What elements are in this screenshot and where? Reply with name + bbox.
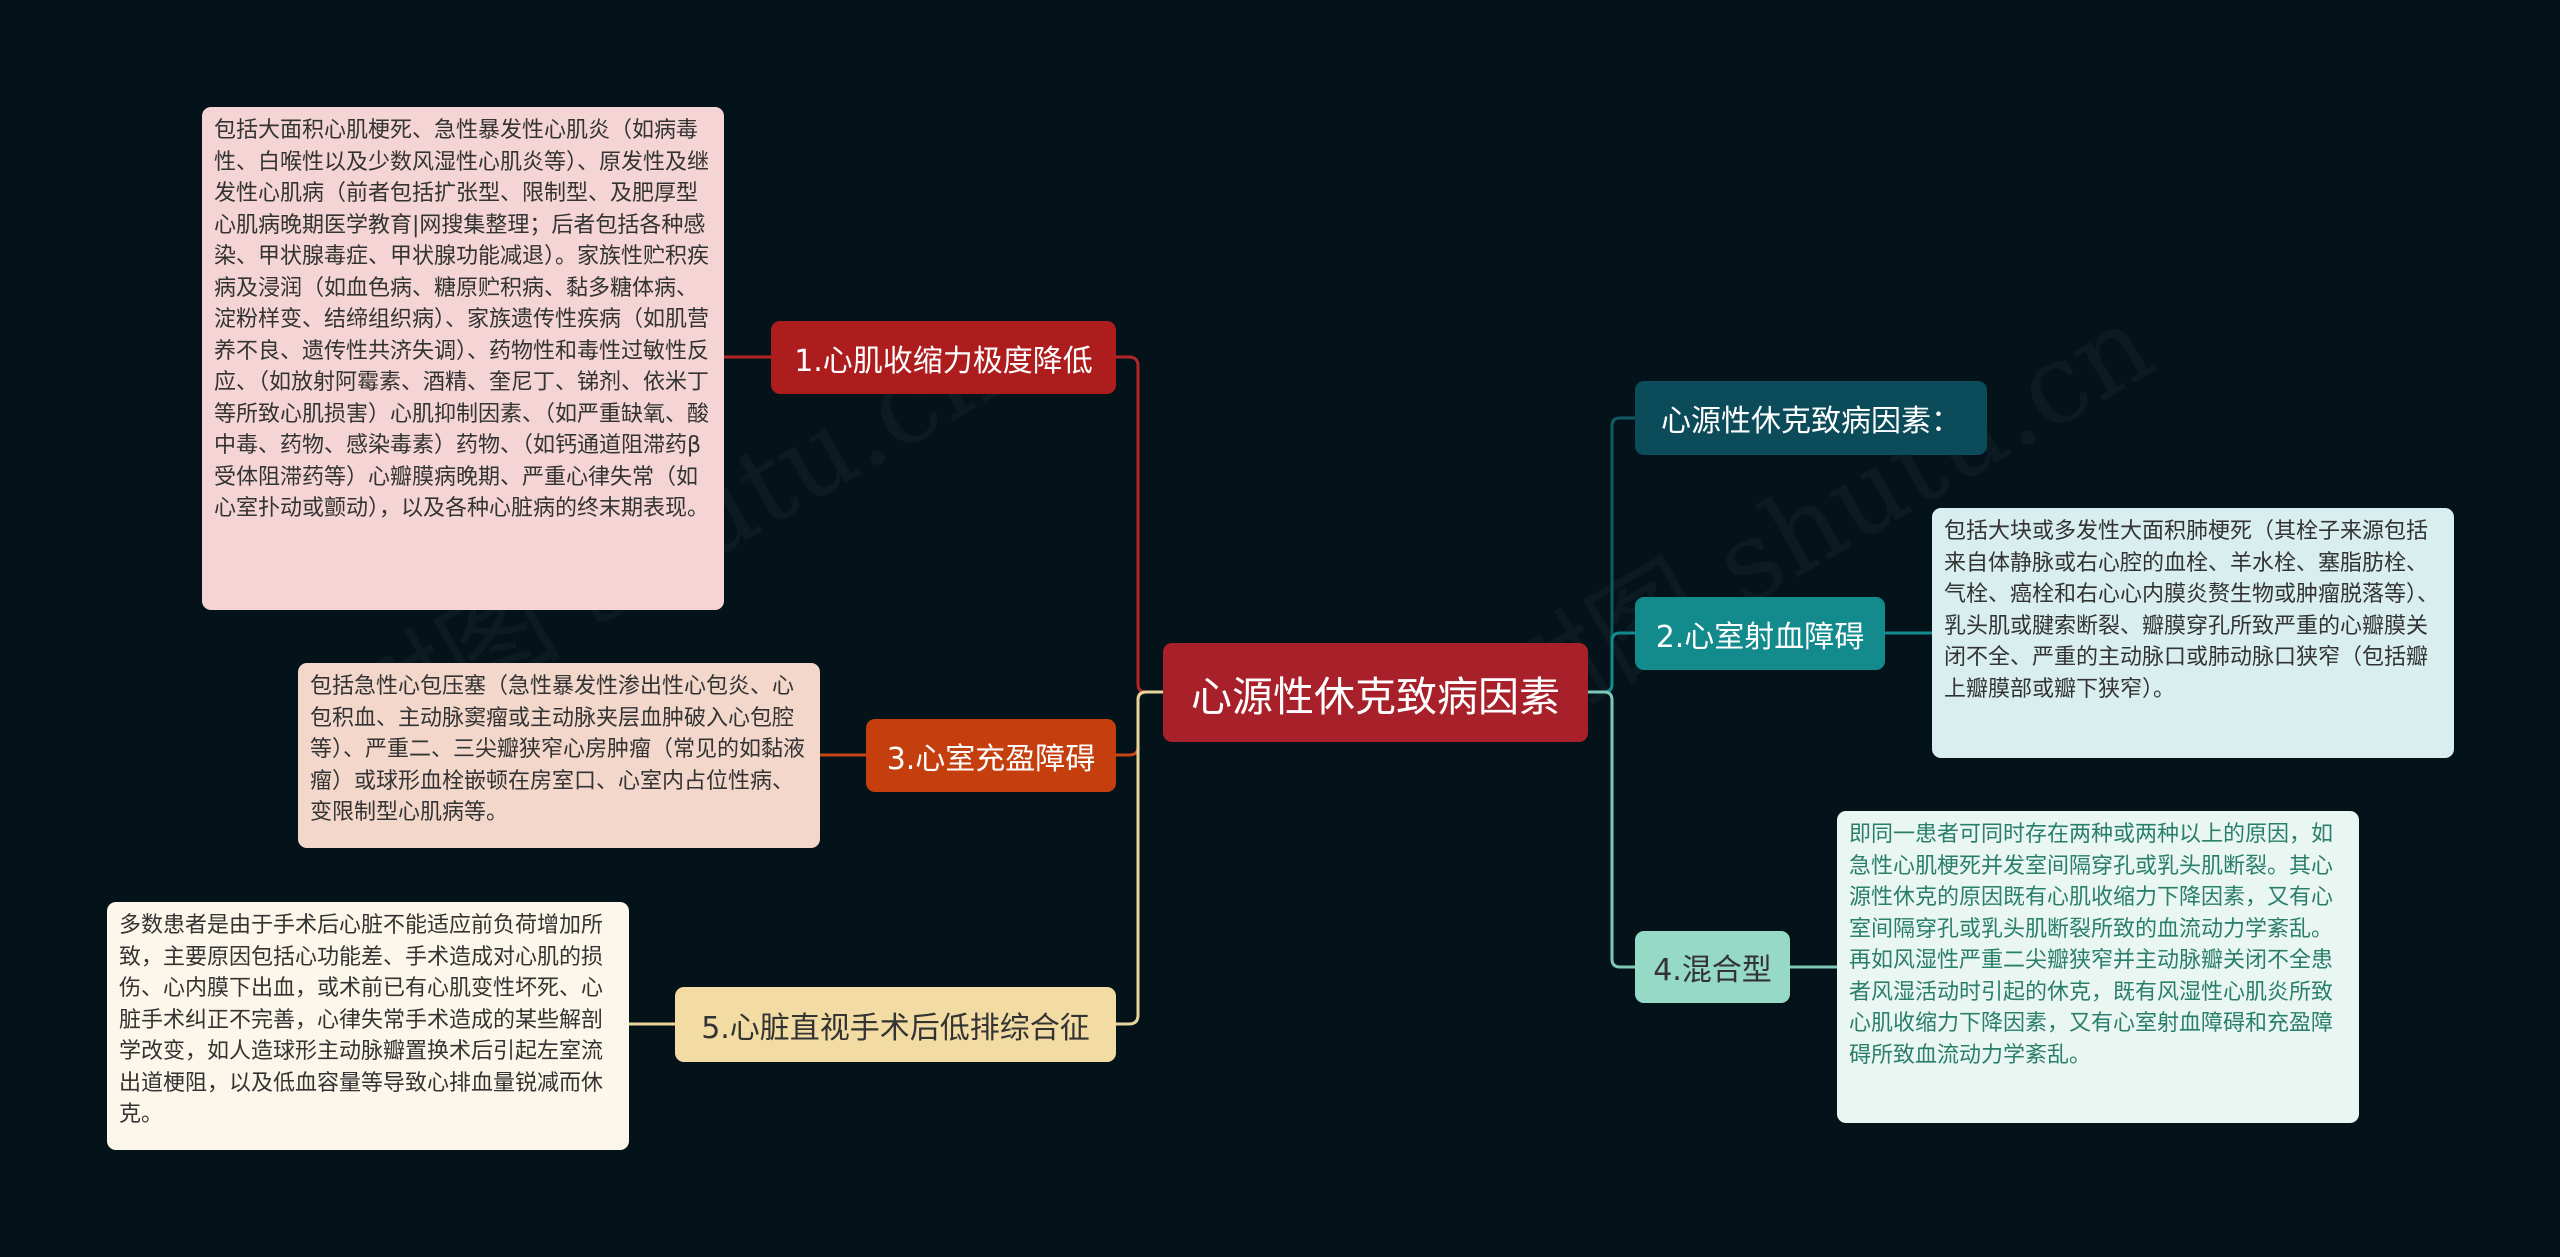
branch-ventricular-filling[interactable]: 3.心室充盈障碍	[866, 719, 1116, 792]
connector-center-branch1	[1116, 355, 1163, 694]
connector-center-branch2	[1588, 631, 1635, 694]
central-topic[interactable]: 心源性休克致病因素	[1163, 643, 1588, 742]
branch-post-surgery-low-output[interactable]: 5.心脏直视手术后低排综合征	[675, 987, 1116, 1062]
detail-ventricular-filling[interactable]: 包括急性心包压塞（急性暴发性渗出性心包炎、心包积血、主动脉窦瘤或主动脉夹层血肿破…	[298, 663, 820, 848]
connector-center-branch4	[1588, 690, 1635, 969]
branch-myocardial-contractility[interactable]: 1.心肌收缩力极度降低	[771, 321, 1116, 394]
branch-factors-title[interactable]: 心源性休克致病因素：	[1635, 381, 1987, 455]
detail-post-surgery-low-output[interactable]: 多数患者是由于手术后心脏不能适应前负荷增加所致，主要原因包括心功能差、手术造成对…	[107, 902, 629, 1150]
connector-center-branch5	[1116, 690, 1163, 1026]
branch-ventricular-ejection[interactable]: 2.心室射血障碍	[1635, 597, 1885, 670]
detail-ventricular-ejection[interactable]: 包括大块或多发性大面积肺梗死（其栓子来源包括来自体静脉或右心腔的血栓、羊水栓、塞…	[1932, 508, 2454, 758]
detail-mixed-type[interactable]: 即同一患者可同时存在两种或两种以上的原因，如急性心肌梗死并发室间隔穿孔或乳头肌断…	[1837, 811, 2359, 1123]
detail-myocardial-contractility[interactable]: 包括大面积心肌梗死、急性暴发性心肌炎（如病毒性、白喉性以及少数风湿性心肌炎等）、…	[202, 107, 724, 610]
branch-mixed-type[interactable]: 4.混合型	[1635, 931, 1790, 1003]
